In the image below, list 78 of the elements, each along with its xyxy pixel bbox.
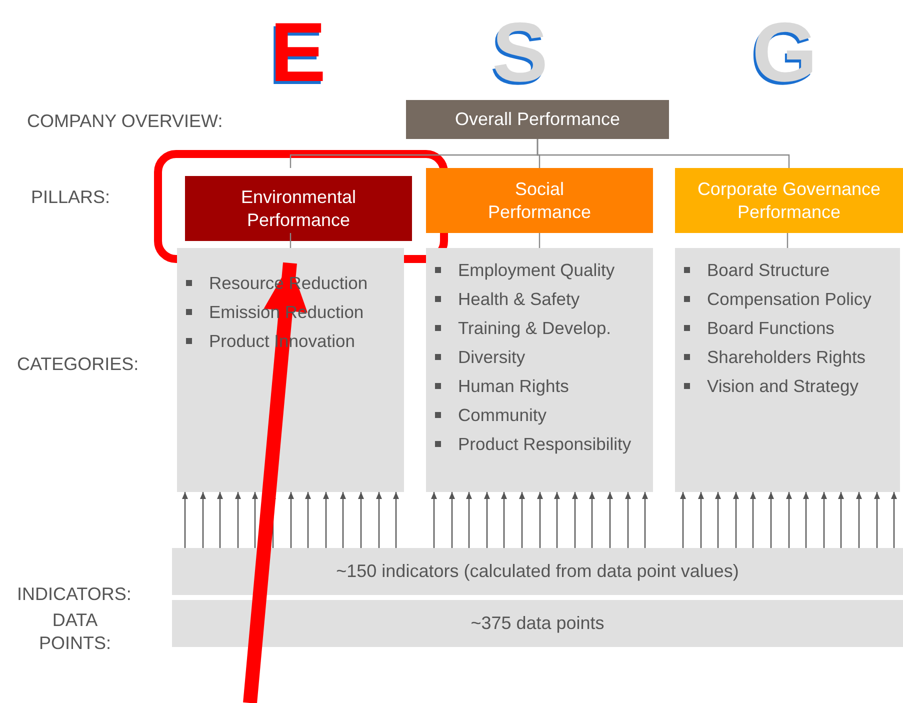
category-item: Product Responsibility — [426, 433, 653, 456]
connector-line — [538, 233, 540, 248]
arrow — [625, 492, 631, 548]
arrow — [838, 492, 844, 548]
arrow — [803, 492, 809, 548]
row-label: PILLARS: — [31, 187, 110, 208]
pillar-label: Social Performance — [486, 178, 592, 224]
bar-label: ~150 indicators (calculated from data point values) — [336, 561, 739, 582]
arrow — [537, 492, 543, 548]
category-item: Community — [426, 404, 653, 427]
arrow — [484, 492, 490, 548]
arrow — [750, 492, 756, 548]
arrow — [554, 492, 560, 548]
connector-line — [290, 233, 292, 248]
connector-line — [786, 233, 788, 248]
arrow — [358, 492, 364, 548]
esg-letter: S — [492, 10, 548, 94]
arrow — [431, 492, 437, 548]
arrow — [874, 492, 880, 548]
arrow — [376, 492, 382, 548]
arrow — [393, 492, 399, 548]
pointer-arrow — [243, 262, 308, 703]
row-label: INDICATORS: — [17, 584, 132, 605]
arrow — [252, 492, 258, 548]
category-item: Diversity — [426, 346, 653, 369]
arrow — [305, 492, 311, 548]
esg-letter: G — [752, 10, 818, 94]
arrow — [340, 492, 346, 548]
category-item: Board Structure — [675, 259, 900, 282]
arrow — [698, 492, 704, 548]
arrow — [821, 492, 827, 548]
arrow — [572, 492, 578, 548]
arrow — [680, 492, 686, 548]
category-item: Employment Quality — [426, 259, 653, 282]
category-item: Shareholders Rights — [675, 346, 900, 369]
pillar-label: Corporate Governance Performance — [696, 178, 882, 224]
category-panel — [675, 248, 900, 492]
arrow — [519, 492, 525, 548]
arrow — [607, 492, 613, 548]
arrow — [200, 492, 206, 548]
indicator-bar — [172, 548, 903, 595]
box-label: Overall Performance — [454, 108, 622, 131]
category-panel — [177, 248, 404, 492]
top-box — [406, 100, 669, 139]
category-panel — [426, 248, 653, 492]
esg-letter: E — [270, 10, 326, 94]
bar-label: ~375 data points — [470, 613, 604, 634]
arrow — [323, 492, 329, 548]
arrow — [182, 492, 188, 548]
arrow — [589, 492, 595, 548]
category-item: Human Rights — [426, 375, 653, 398]
arrow — [786, 492, 792, 548]
arrow — [466, 492, 472, 548]
arrow — [501, 492, 507, 548]
category-item: Board Functions — [675, 317, 900, 340]
row-label: COMPANY OVERVIEW: — [27, 111, 223, 132]
pillar-box — [426, 168, 653, 233]
data-points-bar — [172, 600, 903, 647]
connector-line — [536, 139, 790, 168]
arrow — [235, 492, 241, 548]
pillar-box — [675, 168, 903, 233]
arrow — [856, 492, 862, 548]
arrow — [768, 492, 774, 548]
category-item: Compensation Policy — [675, 288, 900, 311]
pillar-label: Environmental Performance — [240, 186, 358, 232]
arrow — [217, 492, 223, 548]
row-label: CATEGORIES: — [17, 354, 139, 375]
arrow — [642, 492, 648, 548]
arrow — [715, 492, 721, 548]
arrow — [733, 492, 739, 548]
arrow — [449, 492, 455, 548]
arrow — [288, 492, 294, 548]
category-item: Health & Safety — [426, 288, 653, 311]
arrow — [891, 492, 897, 548]
category-item: Training & Develop. — [426, 317, 653, 340]
pillar-box — [185, 176, 412, 241]
category-item: Vision and Strategy — [675, 375, 900, 398]
row-label: DATA POINTS: — [38, 609, 112, 655]
